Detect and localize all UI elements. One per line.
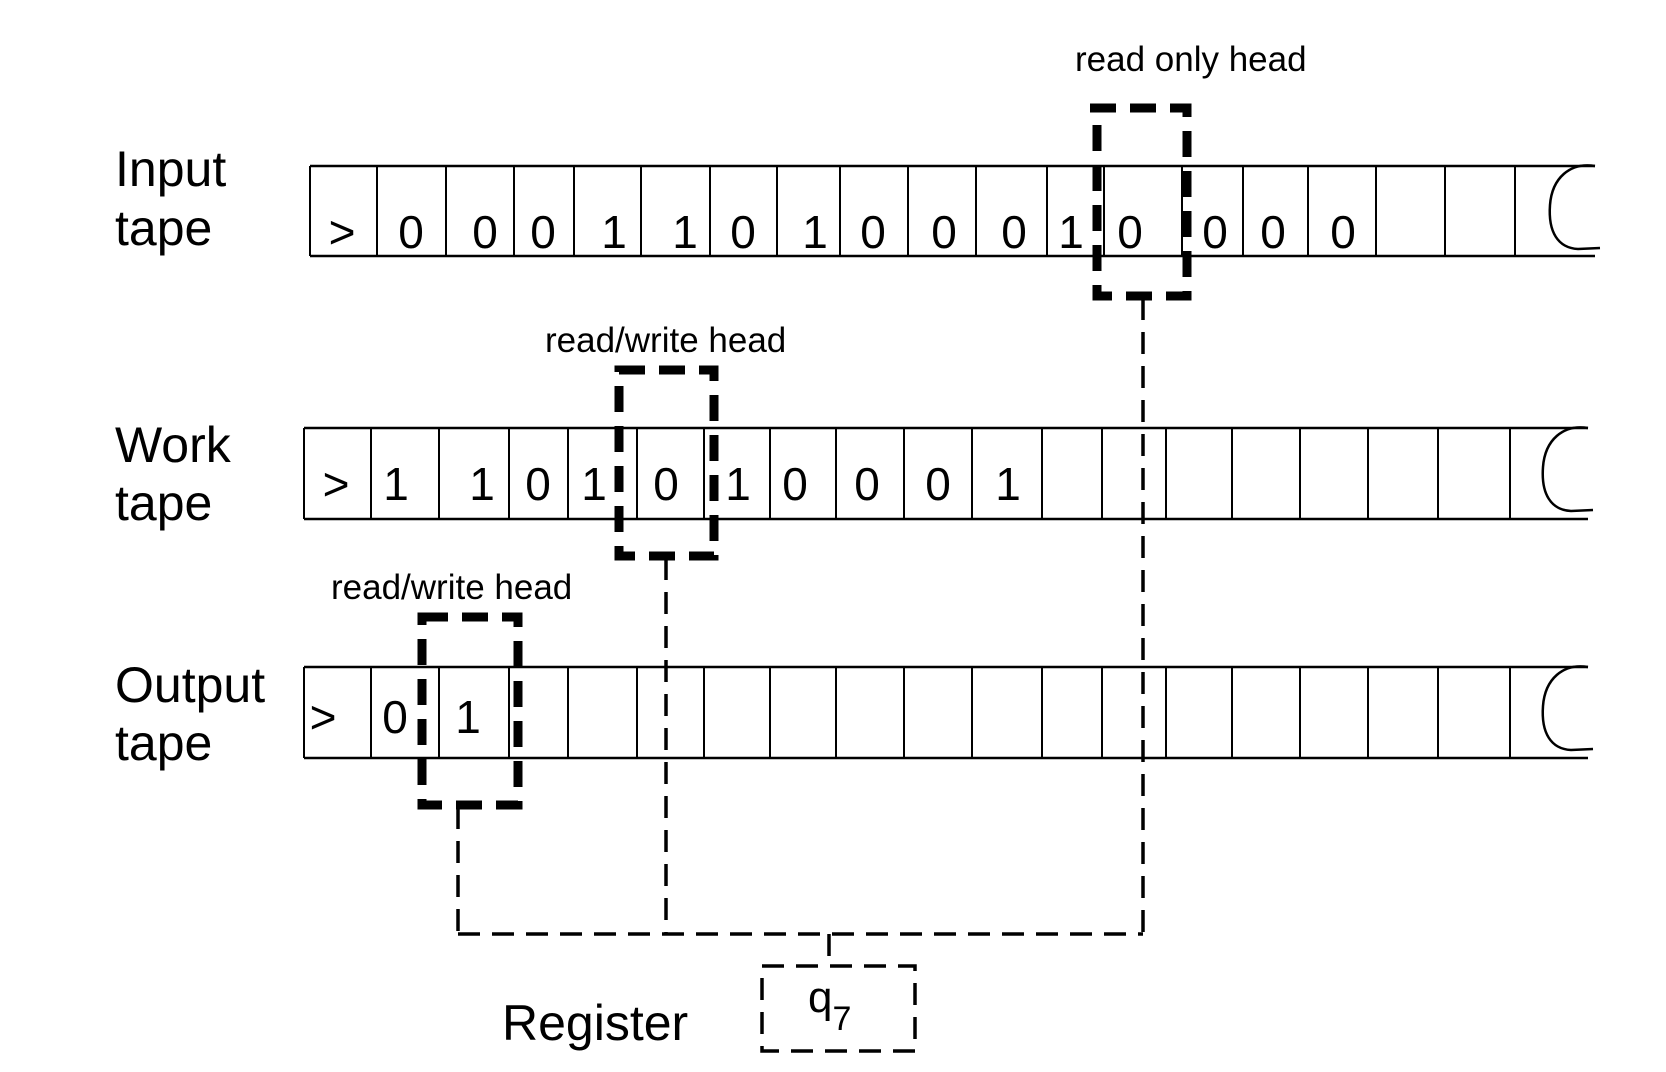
- input-head-label: read only head: [1075, 40, 1307, 79]
- input-tape: Input tape > 0 0 0 1 1 0 1 0 0 0 1 0 0 0…: [115, 141, 1601, 258]
- work-head-box: [614, 365, 719, 561]
- work-cell-symbol: 0: [854, 458, 880, 510]
- input-cell-symbol: 1: [802, 206, 828, 258]
- input-cell-symbol: 0: [1330, 206, 1356, 258]
- input-cell-symbol: 0: [1001, 206, 1027, 258]
- input-head-box: [1090, 103, 1192, 301]
- output-tape: Output tape > 0 1: [115, 657, 1594, 771]
- work-cell-symbol: >: [323, 458, 350, 510]
- register: Register q7: [502, 964, 917, 1053]
- work-cell-symbol: 1: [469, 458, 495, 510]
- output-read-write-head: read/write head: [331, 568, 572, 810]
- input-cell-symbol: 1: [601, 206, 627, 258]
- register-state: q7: [808, 973, 851, 1038]
- input-tape-label-line1: Input: [115, 141, 226, 197]
- output-cell-symbol: 0: [382, 691, 408, 743]
- input-cell-symbol: 1: [672, 206, 698, 258]
- input-cell-symbol: 0: [530, 206, 556, 258]
- output-head-box: [417, 612, 523, 810]
- input-cell-symbol: 1: [1058, 206, 1084, 258]
- output-tape-label-line2: tape: [115, 715, 212, 771]
- work-head-label: read/write head: [545, 321, 786, 360]
- work-cell-symbol: 0: [525, 458, 551, 510]
- output-head-label: read/write head: [331, 568, 572, 607]
- register-box: [760, 964, 917, 1053]
- input-cell-symbol: 0: [1260, 206, 1286, 258]
- register-state-subscript: 7: [832, 1000, 851, 1038]
- work-tape-cell-dividers: [303, 428, 1511, 519]
- output-tape-torn-end: [1541, 665, 1594, 752]
- input-cell-symbol: 0: [398, 206, 424, 258]
- input-cell-symbol: 0: [860, 206, 886, 258]
- input-read-only-head: read only head: [1075, 40, 1307, 301]
- work-cell-symbol: 1: [725, 458, 751, 510]
- work-tape-label-line1: Work: [115, 417, 232, 473]
- work-cell-symbol: 1: [995, 458, 1021, 510]
- work-tape-torn-end: [1541, 426, 1594, 513]
- work-cell-symbol: 0: [782, 458, 808, 510]
- output-tape-cell-dividers: [303, 667, 1511, 758]
- work-cell-symbol: 1: [383, 458, 409, 510]
- register-label: Register: [502, 995, 688, 1051]
- input-cell-symbol: >: [329, 206, 356, 258]
- work-cell-symbol: 0: [925, 458, 951, 510]
- input-tape-torn-end: [1548, 164, 1601, 251]
- output-cell-symbol: 1: [455, 691, 481, 743]
- input-cell-symbol: 0: [1117, 206, 1143, 258]
- work-tape: Work tape > 1 1 0 1 0 1 0 0 0 1: [115, 417, 1594, 531]
- input-cell-symbol: 0: [730, 206, 756, 258]
- work-cell-symbol: 1: [581, 458, 607, 510]
- head-connectors: [456, 298, 1145, 966]
- work-read-write-head: read/write head: [545, 321, 786, 561]
- input-tape-label-line2: tape: [115, 200, 212, 256]
- input-cell-symbol: 0: [1202, 206, 1228, 258]
- input-tape-cell-dividers: [309, 166, 1516, 256]
- output-tape-label-line1: Output: [115, 657, 265, 713]
- work-cell-symbol: 0: [653, 458, 679, 510]
- input-cell-symbol: 0: [472, 206, 498, 258]
- output-cell-symbol: >: [310, 691, 337, 743]
- input-cell-symbol: 0: [931, 206, 957, 258]
- register-state-symbol: q: [808, 973, 832, 1022]
- work-tape-label-line2: tape: [115, 475, 212, 531]
